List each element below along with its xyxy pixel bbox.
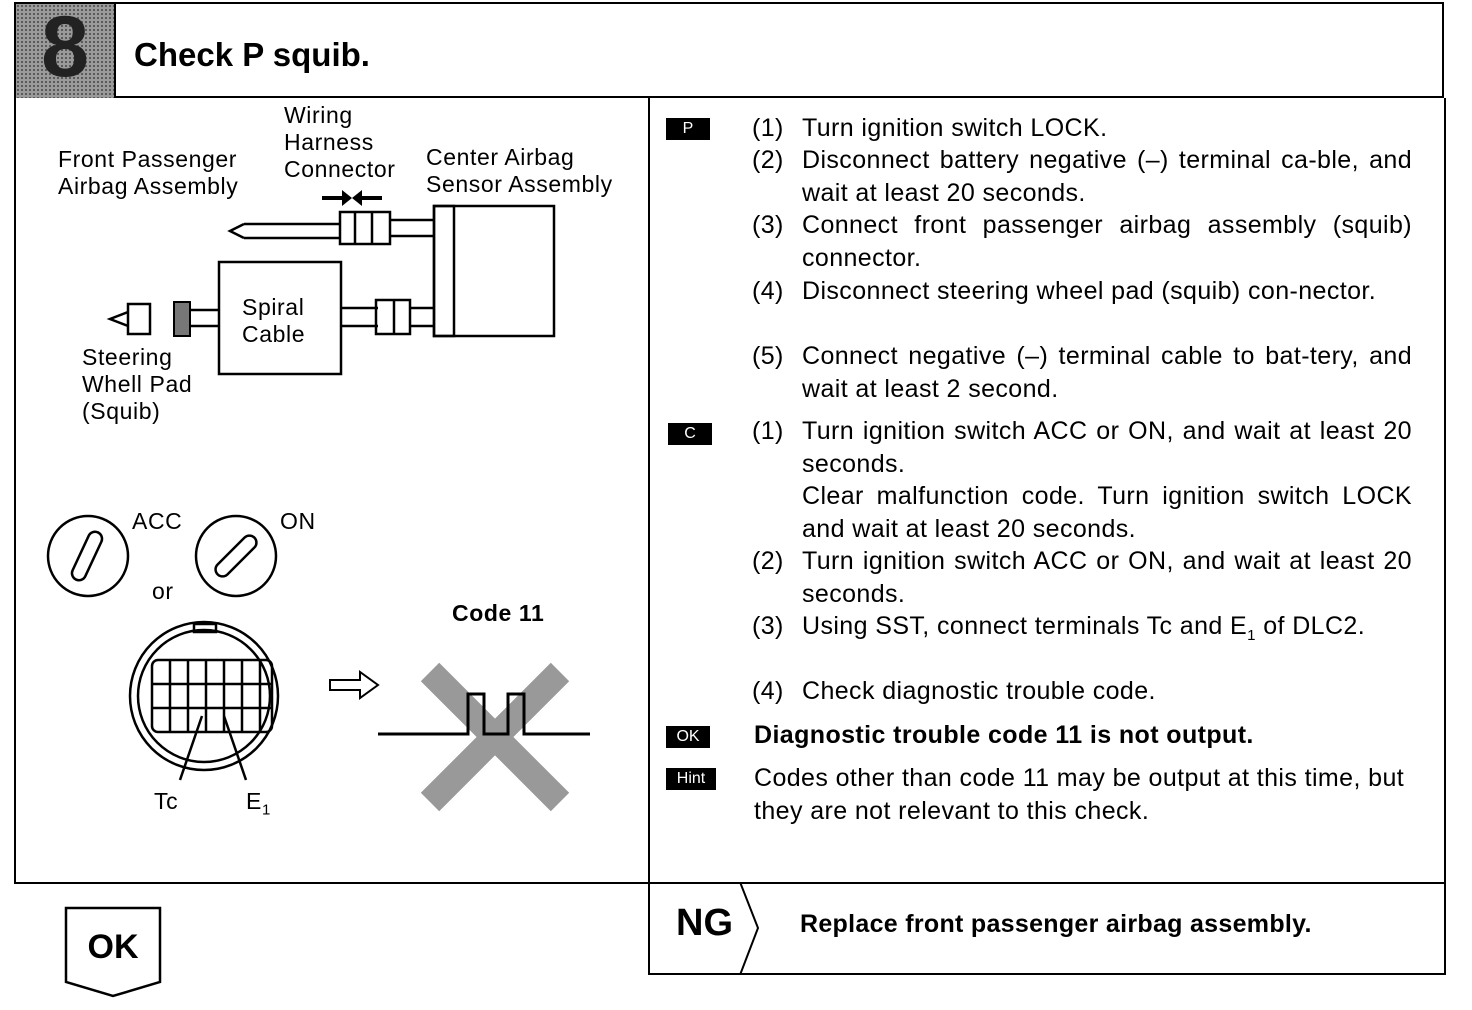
hint-badge: Hint bbox=[666, 768, 716, 790]
hint-text: Codes other than code 11 may be output a… bbox=[754, 764, 1405, 825]
ok-result-text: Diagnostic trouble code 11 is not output… bbox=[754, 721, 1254, 749]
ng-action-text: Replace front passenger airbag assembly. bbox=[800, 910, 1312, 938]
step-header: 8 Check P squib. bbox=[14, 0, 1444, 98]
label-code-11: Code 11 bbox=[452, 600, 545, 626]
label-e1: E1 bbox=[246, 788, 271, 819]
wiring-diagram bbox=[46, 190, 590, 812]
column-divider bbox=[648, 98, 650, 975]
ng-label: NG bbox=[676, 902, 733, 944]
label-tc: Tc bbox=[154, 788, 179, 814]
ng-chevron bbox=[739, 882, 760, 975]
label-or: or bbox=[152, 578, 174, 604]
label-on: ON bbox=[280, 508, 316, 534]
step-number: 8 bbox=[41, 0, 89, 95]
ok-badge: OK bbox=[666, 726, 710, 748]
ng-box bbox=[648, 882, 1446, 975]
ok-arrow-box bbox=[64, 906, 162, 998]
label-acc: ACC bbox=[132, 508, 183, 534]
page-title: Check P squib. bbox=[134, 36, 370, 73]
ok-label: OK bbox=[87, 928, 139, 966]
c-badge: C bbox=[668, 423, 712, 445]
p-badge: P bbox=[666, 118, 710, 140]
step-number-box: 8 bbox=[16, 0, 116, 98]
